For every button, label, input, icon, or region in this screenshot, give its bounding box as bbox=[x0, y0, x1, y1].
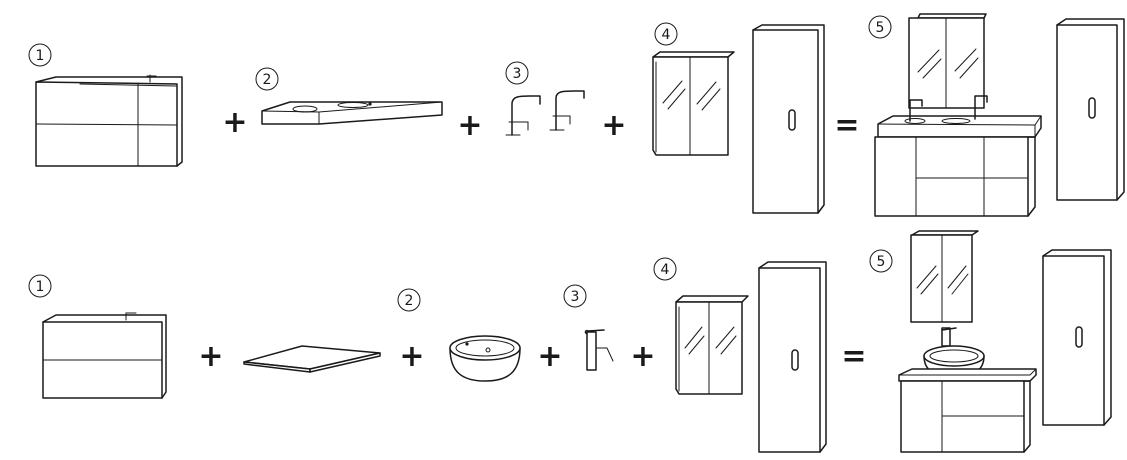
plus-operator: + bbox=[457, 108, 482, 143]
step-3-number-badge: 3 bbox=[505, 61, 529, 85]
double-drawer-base-cabinet-illustration bbox=[35, 74, 183, 167]
tall-cabinet-illustration bbox=[1056, 18, 1125, 201]
row-2: 1 + + 2 bbox=[28, 230, 1112, 453]
equals-operator: = bbox=[834, 108, 859, 143]
step-number: 3 bbox=[513, 66, 522, 82]
step-5-number-badge: 5 bbox=[869, 249, 893, 273]
step-2-number-badge: 2 bbox=[255, 67, 279, 91]
assembled-single-vanity-illustration bbox=[898, 230, 1037, 453]
assembled-double-vanity-illustration bbox=[874, 13, 1042, 217]
step-number: 1 bbox=[36, 279, 45, 295]
step-number: 2 bbox=[263, 72, 272, 88]
step-2-number-badge: 2 bbox=[397, 288, 421, 312]
step-number: 1 bbox=[36, 48, 45, 64]
plus-operator: + bbox=[630, 339, 655, 374]
step-number: 5 bbox=[877, 254, 886, 270]
two-faucets-illustration bbox=[505, 90, 585, 136]
step-number: 4 bbox=[661, 262, 670, 278]
single-base-cabinet-illustration bbox=[42, 312, 167, 399]
step-4-number-badge: 4 bbox=[653, 257, 677, 281]
step-number: 3 bbox=[571, 289, 580, 305]
row-1: 1 + 2 + 3 bbox=[28, 13, 1125, 217]
step-5-number-badge: 5 bbox=[868, 15, 892, 39]
step-4-number-badge: 4 bbox=[654, 22, 678, 46]
mirror-cabinet-illustration bbox=[675, 295, 749, 395]
step-1-number-badge: 1 bbox=[28, 274, 52, 298]
step-1-number-badge: 1 bbox=[28, 43, 52, 67]
plus-operator: + bbox=[537, 339, 562, 374]
vessel-sink-illustration bbox=[449, 335, 521, 382]
plus-operator: + bbox=[399, 339, 424, 374]
tall-cabinet-illustration bbox=[752, 24, 825, 214]
countertop-illustration bbox=[243, 345, 381, 373]
step-number: 2 bbox=[405, 293, 414, 309]
plus-operator: + bbox=[601, 108, 626, 143]
plus-operator: + bbox=[222, 105, 247, 140]
faucet-illustration bbox=[584, 329, 614, 371]
step-number: 5 bbox=[876, 20, 885, 36]
tall-cabinet-illustration bbox=[1042, 249, 1112, 426]
equals-operator: = bbox=[841, 339, 866, 374]
tall-cabinet-illustration bbox=[758, 261, 827, 453]
step-number: 4 bbox=[662, 27, 671, 43]
double-basin-countertop-illustration bbox=[261, 101, 443, 125]
step-3-number-badge: 3 bbox=[563, 284, 587, 308]
plus-operator: + bbox=[198, 339, 223, 374]
mirror-cabinet-illustration bbox=[652, 51, 735, 156]
